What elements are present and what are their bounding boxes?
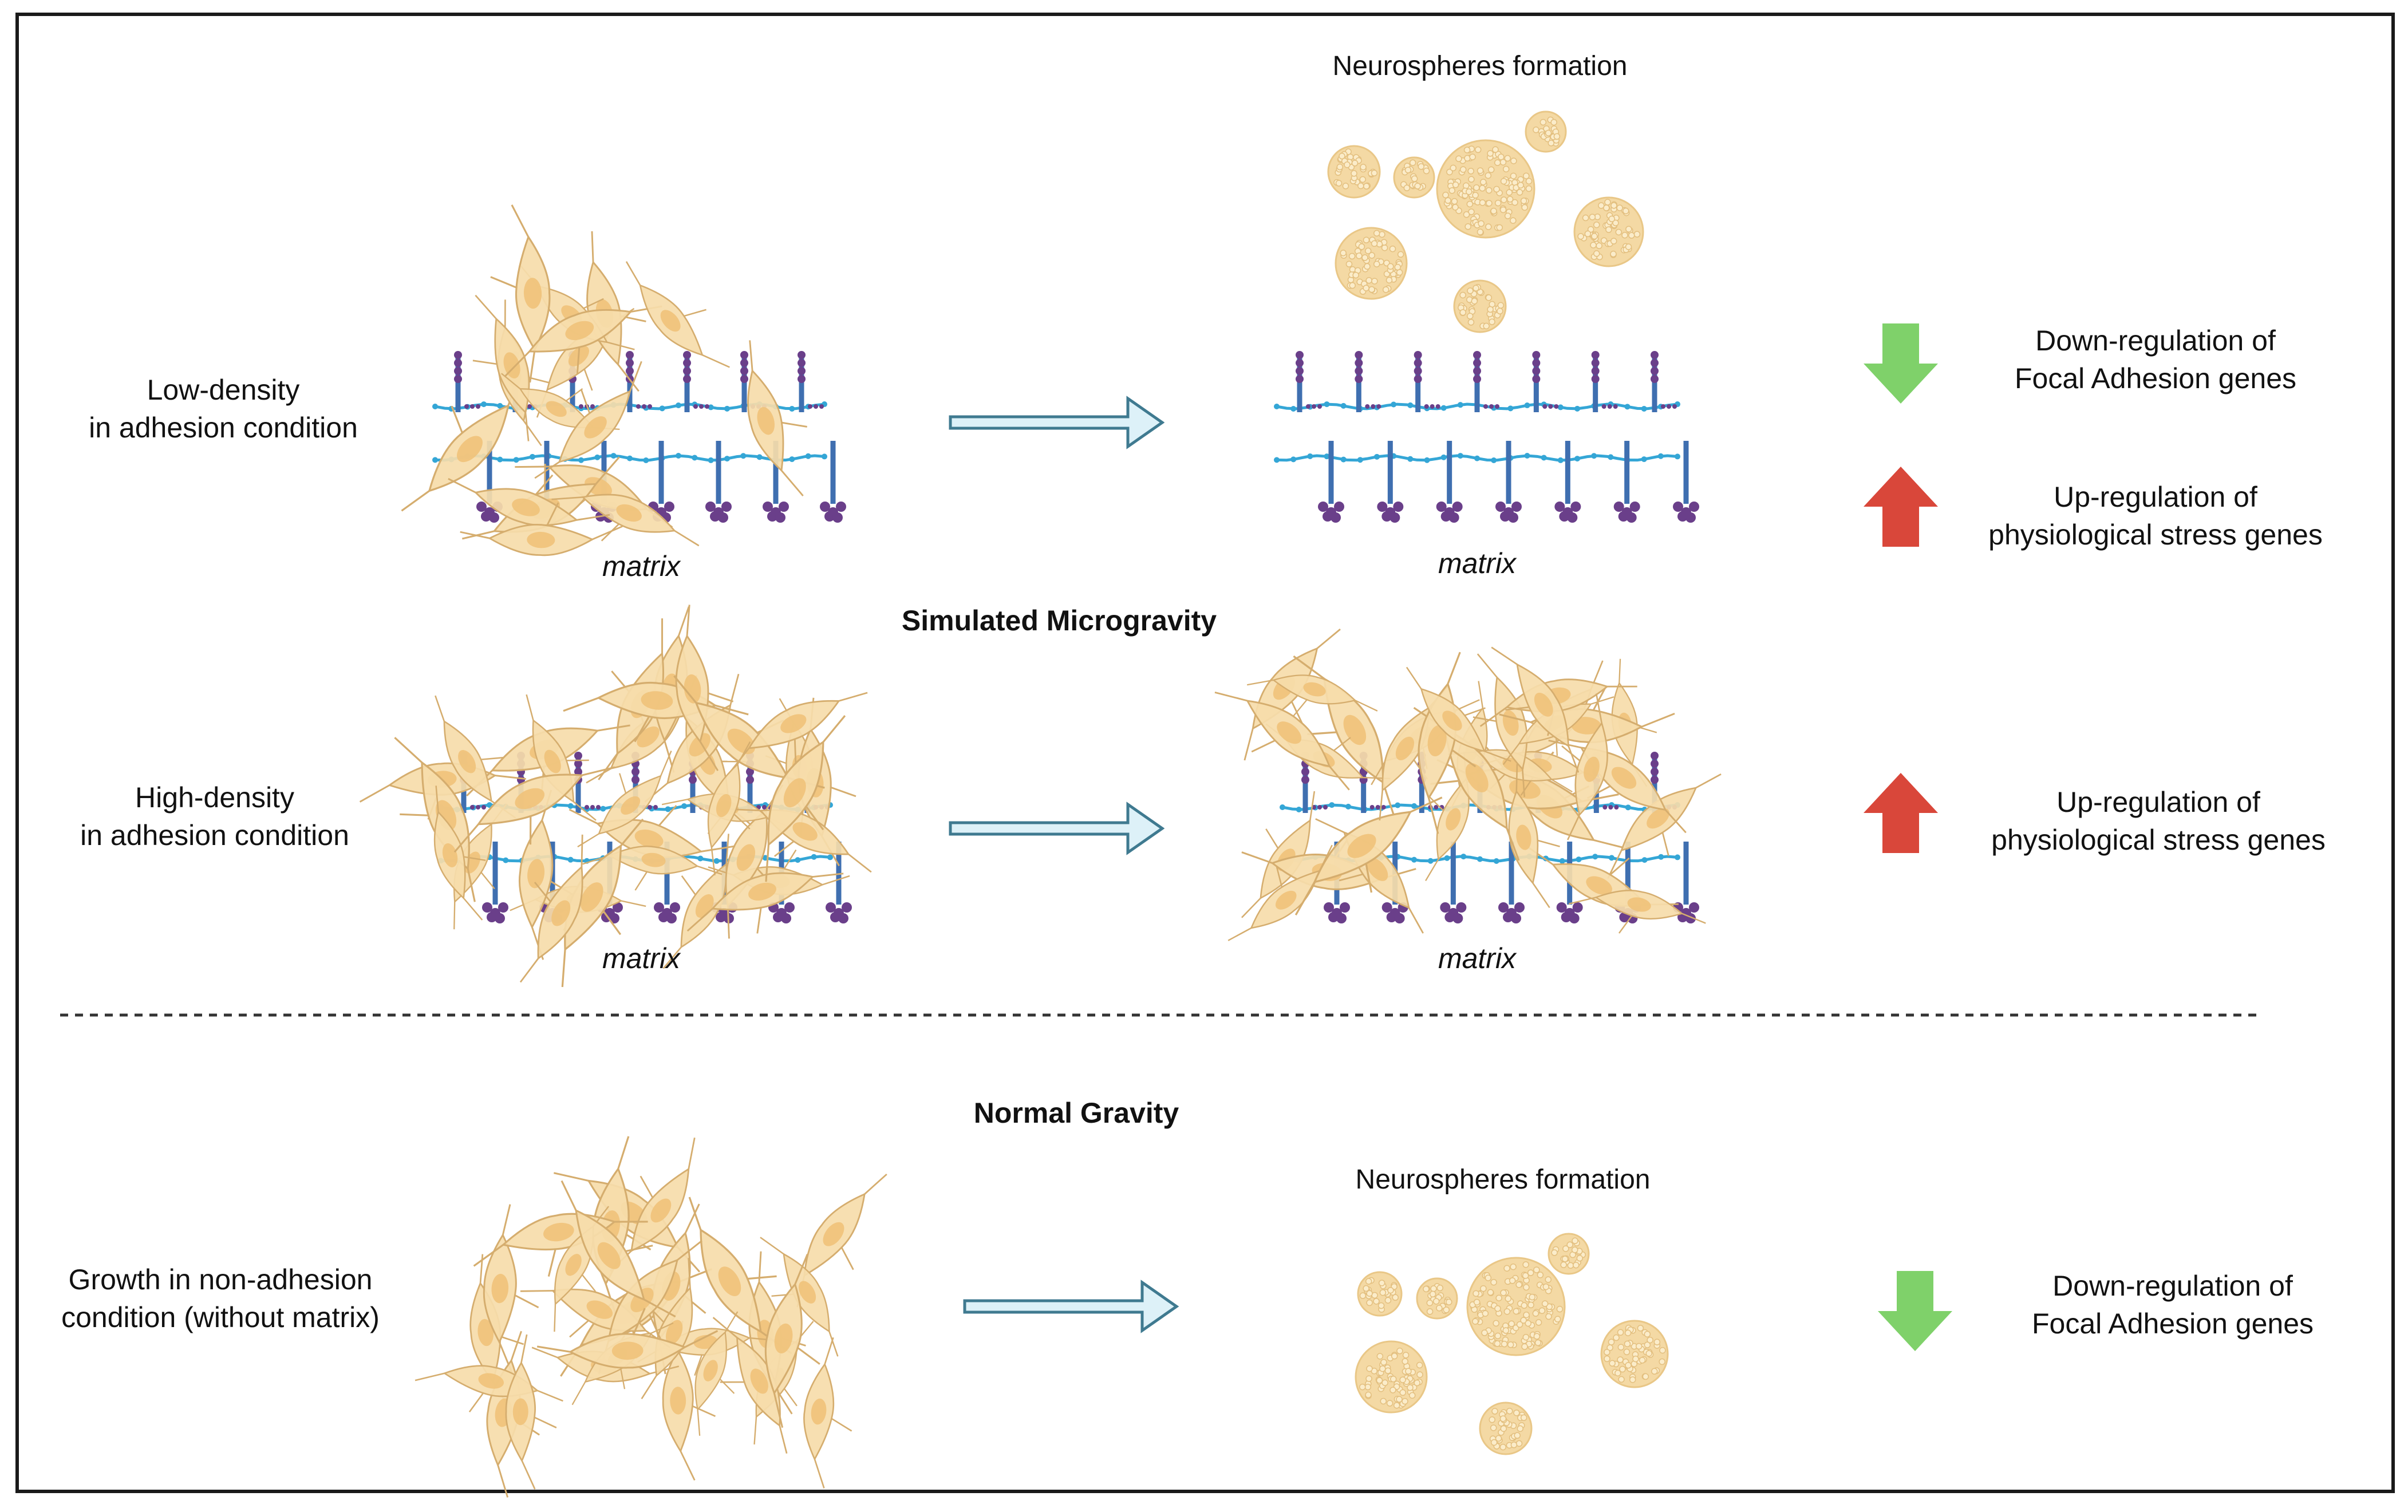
matrix-caption-4: matrix xyxy=(1438,942,1517,974)
cell xyxy=(519,834,583,983)
cell xyxy=(688,1197,792,1355)
cell xyxy=(707,741,751,875)
cell xyxy=(803,1337,852,1489)
cell xyxy=(560,1180,676,1318)
cell xyxy=(505,1334,557,1490)
cells-high-density-after xyxy=(1214,628,1722,941)
simulated-microgravity-heading: Simulated Microgravity xyxy=(901,605,1217,637)
cell xyxy=(1214,691,1350,791)
cell xyxy=(551,494,700,547)
cell xyxy=(518,789,574,960)
process-arrow-2 xyxy=(949,802,1165,855)
cell xyxy=(483,1204,539,1375)
cell xyxy=(460,502,623,556)
neurospheres-title-bottom: Neurospheres formation xyxy=(1355,1164,1651,1195)
cell xyxy=(686,872,844,934)
cell xyxy=(401,370,522,512)
matrix-caption-3: matrix xyxy=(602,942,681,974)
arrow-down-icon-1 xyxy=(1864,323,1938,404)
cell xyxy=(625,261,730,368)
cells-high-density-before xyxy=(359,605,872,988)
cell xyxy=(609,1137,696,1272)
cells-low-density-top xyxy=(490,204,730,383)
matrix-caption-2: matrix xyxy=(1438,547,1517,579)
cell xyxy=(1569,890,1706,934)
cell xyxy=(554,1206,609,1332)
neurospheres-title-top: Neurospheres formation xyxy=(1332,51,1628,81)
process-arrow-3 xyxy=(963,1280,1179,1333)
cell xyxy=(1247,674,1378,716)
cell xyxy=(453,766,615,853)
cell xyxy=(765,715,846,882)
normal-gravity-heading: Normal Gravity xyxy=(973,1097,1179,1129)
outcome-down-focal-2: Down-regulation of Focal Adhesion genes xyxy=(2031,1270,2314,1340)
cells-non-adhesion xyxy=(415,1136,887,1498)
cell xyxy=(577,751,672,848)
cell xyxy=(1406,666,1511,762)
cell xyxy=(760,1237,839,1357)
cell xyxy=(1491,646,1580,773)
outcome-up-stress-1: Up-regulation of physiological stress ge… xyxy=(1988,481,2323,551)
cell xyxy=(561,818,644,988)
process-arrow-1 xyxy=(949,396,1165,449)
arrow-up-icon-2 xyxy=(1864,773,1938,853)
neurospheres-bottom xyxy=(1355,1233,1669,1455)
neurospheres-top xyxy=(1327,110,1644,333)
cell xyxy=(534,361,642,479)
cell xyxy=(1508,764,1560,909)
cell xyxy=(764,1254,820,1428)
cell xyxy=(1561,693,1608,840)
outcome-up-stress-2: Up-regulation of physiological stress ge… xyxy=(1991,786,2326,856)
cell xyxy=(1607,773,1722,879)
cell xyxy=(1294,796,1443,915)
arrow-down-icon-2 xyxy=(1878,1271,1952,1351)
non-adhesion-label: Growth in non-adhesion condition (withou… xyxy=(61,1264,380,1333)
cell xyxy=(675,605,734,771)
cell xyxy=(536,1308,719,1369)
low-density-label: Low-density in adhesion condition xyxy=(89,374,358,444)
cell xyxy=(747,340,807,496)
cell xyxy=(662,1320,716,1481)
cell xyxy=(728,692,868,775)
matrix-caption-1: matrix xyxy=(602,550,681,582)
matrix-low-density-after xyxy=(1274,351,1699,523)
cells-low-density xyxy=(401,231,807,556)
arrow-up-icon-1 xyxy=(1864,467,1938,547)
cell xyxy=(490,204,551,383)
cell xyxy=(501,373,620,431)
outcome-down-focal-1: Down-regulation of Focal Adhesion genes xyxy=(2014,325,2297,394)
high-density-label: High-density in adhesion condition xyxy=(80,781,349,851)
cell xyxy=(433,785,486,921)
cell xyxy=(694,1311,739,1436)
cell xyxy=(673,675,825,789)
